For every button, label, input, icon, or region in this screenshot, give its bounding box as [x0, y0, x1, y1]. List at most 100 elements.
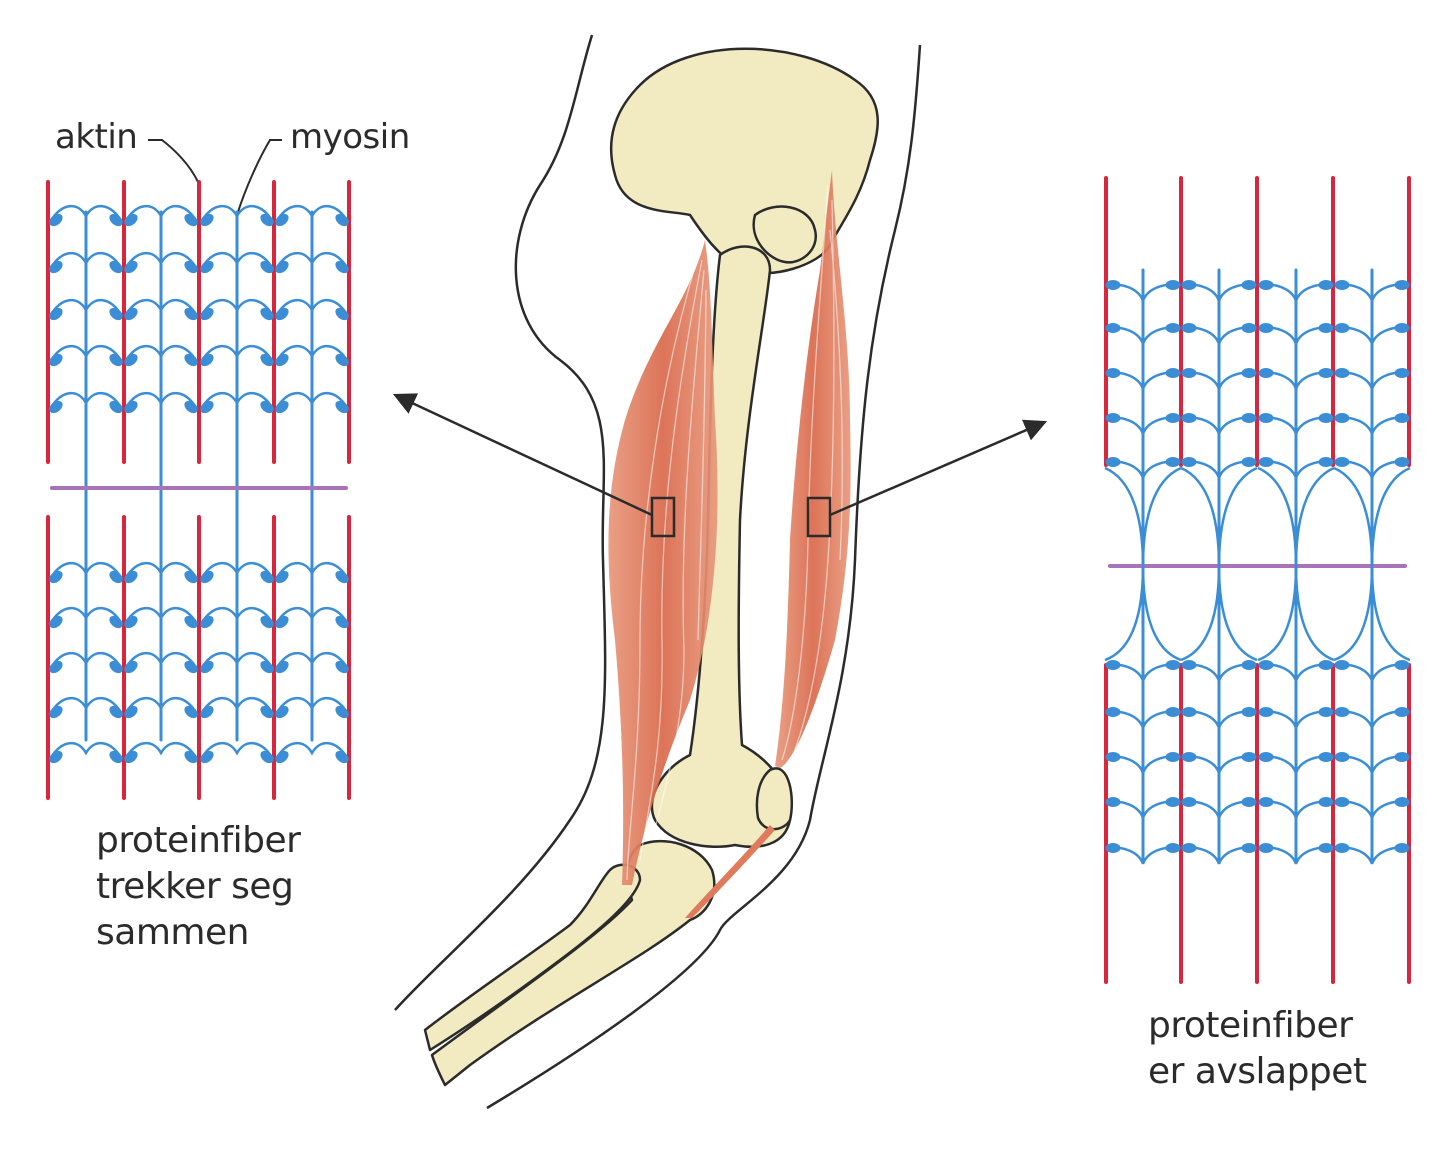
- myosin-head: [184, 307, 198, 321]
- myosin-head: [1181, 752, 1197, 762]
- myosin-head: [124, 353, 138, 367]
- myosin-head: [1334, 280, 1350, 290]
- myosin-head: [124, 615, 138, 629]
- myosin-head: [1181, 707, 1197, 717]
- myosin-arm: [274, 697, 350, 715]
- myosin-head: [1105, 797, 1121, 807]
- myosin-head: [260, 213, 274, 227]
- myosin-arm: [274, 299, 350, 317]
- myosin-head: [1394, 368, 1410, 378]
- myosin-arm: [199, 562, 275, 580]
- myosin-head: [49, 660, 63, 674]
- ulna-head: [755, 767, 794, 831]
- myosin-leader: [237, 139, 282, 213]
- myosin-head: [1105, 457, 1121, 467]
- myosin-head: [1318, 707, 1334, 717]
- myosin-head: [1181, 843, 1197, 853]
- myosin-head: [109, 213, 123, 227]
- myosin-arm: [123, 299, 199, 317]
- myosin-arm: [1180, 565, 1221, 662]
- myosin-head: [124, 307, 138, 321]
- myosin-head: [124, 705, 138, 719]
- myosin-head: [275, 660, 289, 674]
- myosin-head: [1105, 413, 1121, 423]
- scapula: [609, 47, 879, 275]
- myosin-head: [1165, 368, 1181, 378]
- myosin-head: [335, 660, 349, 674]
- myosin-head: [1334, 797, 1350, 807]
- myosin-head: [1394, 797, 1410, 807]
- myosin-arm: [1257, 466, 1298, 567]
- myosin-head: [1394, 660, 1410, 670]
- myosin-arm: [48, 392, 124, 410]
- myosin-arm: [48, 252, 124, 270]
- myosin-head: [275, 213, 289, 227]
- myosin-head: [1318, 660, 1334, 670]
- myosin-head: [1105, 280, 1121, 290]
- myosin-head: [1241, 843, 1257, 853]
- myosin-head: [1334, 843, 1350, 853]
- myosin-arm: [1141, 466, 1182, 567]
- myosin-head: [1105, 660, 1121, 670]
- myosin-arm: [1294, 466, 1335, 567]
- myosin-head: [1241, 323, 1257, 333]
- myosin-head: [1394, 413, 1410, 423]
- myosin-arm: [199, 697, 275, 715]
- myosin-arm: [48, 205, 124, 223]
- myosin-head: [335, 213, 349, 227]
- myosin-head: [1334, 413, 1350, 423]
- myosin-head: [1318, 368, 1334, 378]
- myosin-head: [1258, 280, 1274, 290]
- myosin-head: [1241, 457, 1257, 467]
- myosin-head: [275, 307, 289, 321]
- myosin-head: [1181, 797, 1197, 807]
- myosin-head: [275, 353, 289, 367]
- myosin-head: [1165, 413, 1181, 423]
- myosin-head: [200, 705, 214, 719]
- myosin-arm: [48, 697, 124, 715]
- myosin-head: [49, 213, 63, 227]
- myosin-head: [200, 660, 214, 674]
- myosin-head: [109, 353, 123, 367]
- myosin-head: [1258, 457, 1274, 467]
- biceps-sample-box: [650, 496, 676, 538]
- myosin-head: [260, 615, 274, 629]
- myosin-head: [1394, 280, 1410, 290]
- myosin-head: [184, 615, 198, 629]
- forearm-tendon: [685, 825, 775, 918]
- myosin-head: [1105, 368, 1121, 378]
- myosin-arm: [1217, 565, 1258, 662]
- myosin-head: [1105, 843, 1121, 853]
- myosin-arm: [48, 299, 124, 317]
- myosin-head: [1258, 752, 1274, 762]
- myosin-arm: [1370, 466, 1411, 567]
- myosin-head: [1165, 323, 1181, 333]
- myosin-head: [1258, 413, 1274, 423]
- actin-leader: [148, 139, 199, 183]
- myosin-arm: [48, 345, 124, 363]
- myosin-head: [200, 570, 214, 584]
- myosin-head: [1181, 280, 1197, 290]
- myosin-head: [200, 307, 214, 321]
- myosin-head: [200, 260, 214, 274]
- sarcomere-relaxed: [1104, 176, 1411, 984]
- myosin-head: [1318, 752, 1334, 762]
- myosin-arm: [123, 742, 199, 760]
- myosin-head: [1241, 797, 1257, 807]
- myosin-head: [260, 400, 274, 414]
- arm-outline: [394, 34, 922, 1110]
- myosin-head: [200, 400, 214, 414]
- myosin-head: [200, 615, 214, 629]
- myosin-head: [49, 400, 63, 414]
- myosin-head: [1241, 368, 1257, 378]
- myosin-head: [49, 705, 63, 719]
- myosin-head: [260, 570, 274, 584]
- myosin-head: [1258, 323, 1274, 333]
- myosin-head: [1318, 457, 1334, 467]
- myosin-head: [1394, 323, 1410, 333]
- myosin-head: [1334, 323, 1350, 333]
- myosin-head: [184, 705, 198, 719]
- myosin-head: [1241, 660, 1257, 670]
- myosin-head: [1105, 323, 1121, 333]
- actin-label: aktin: [55, 117, 138, 157]
